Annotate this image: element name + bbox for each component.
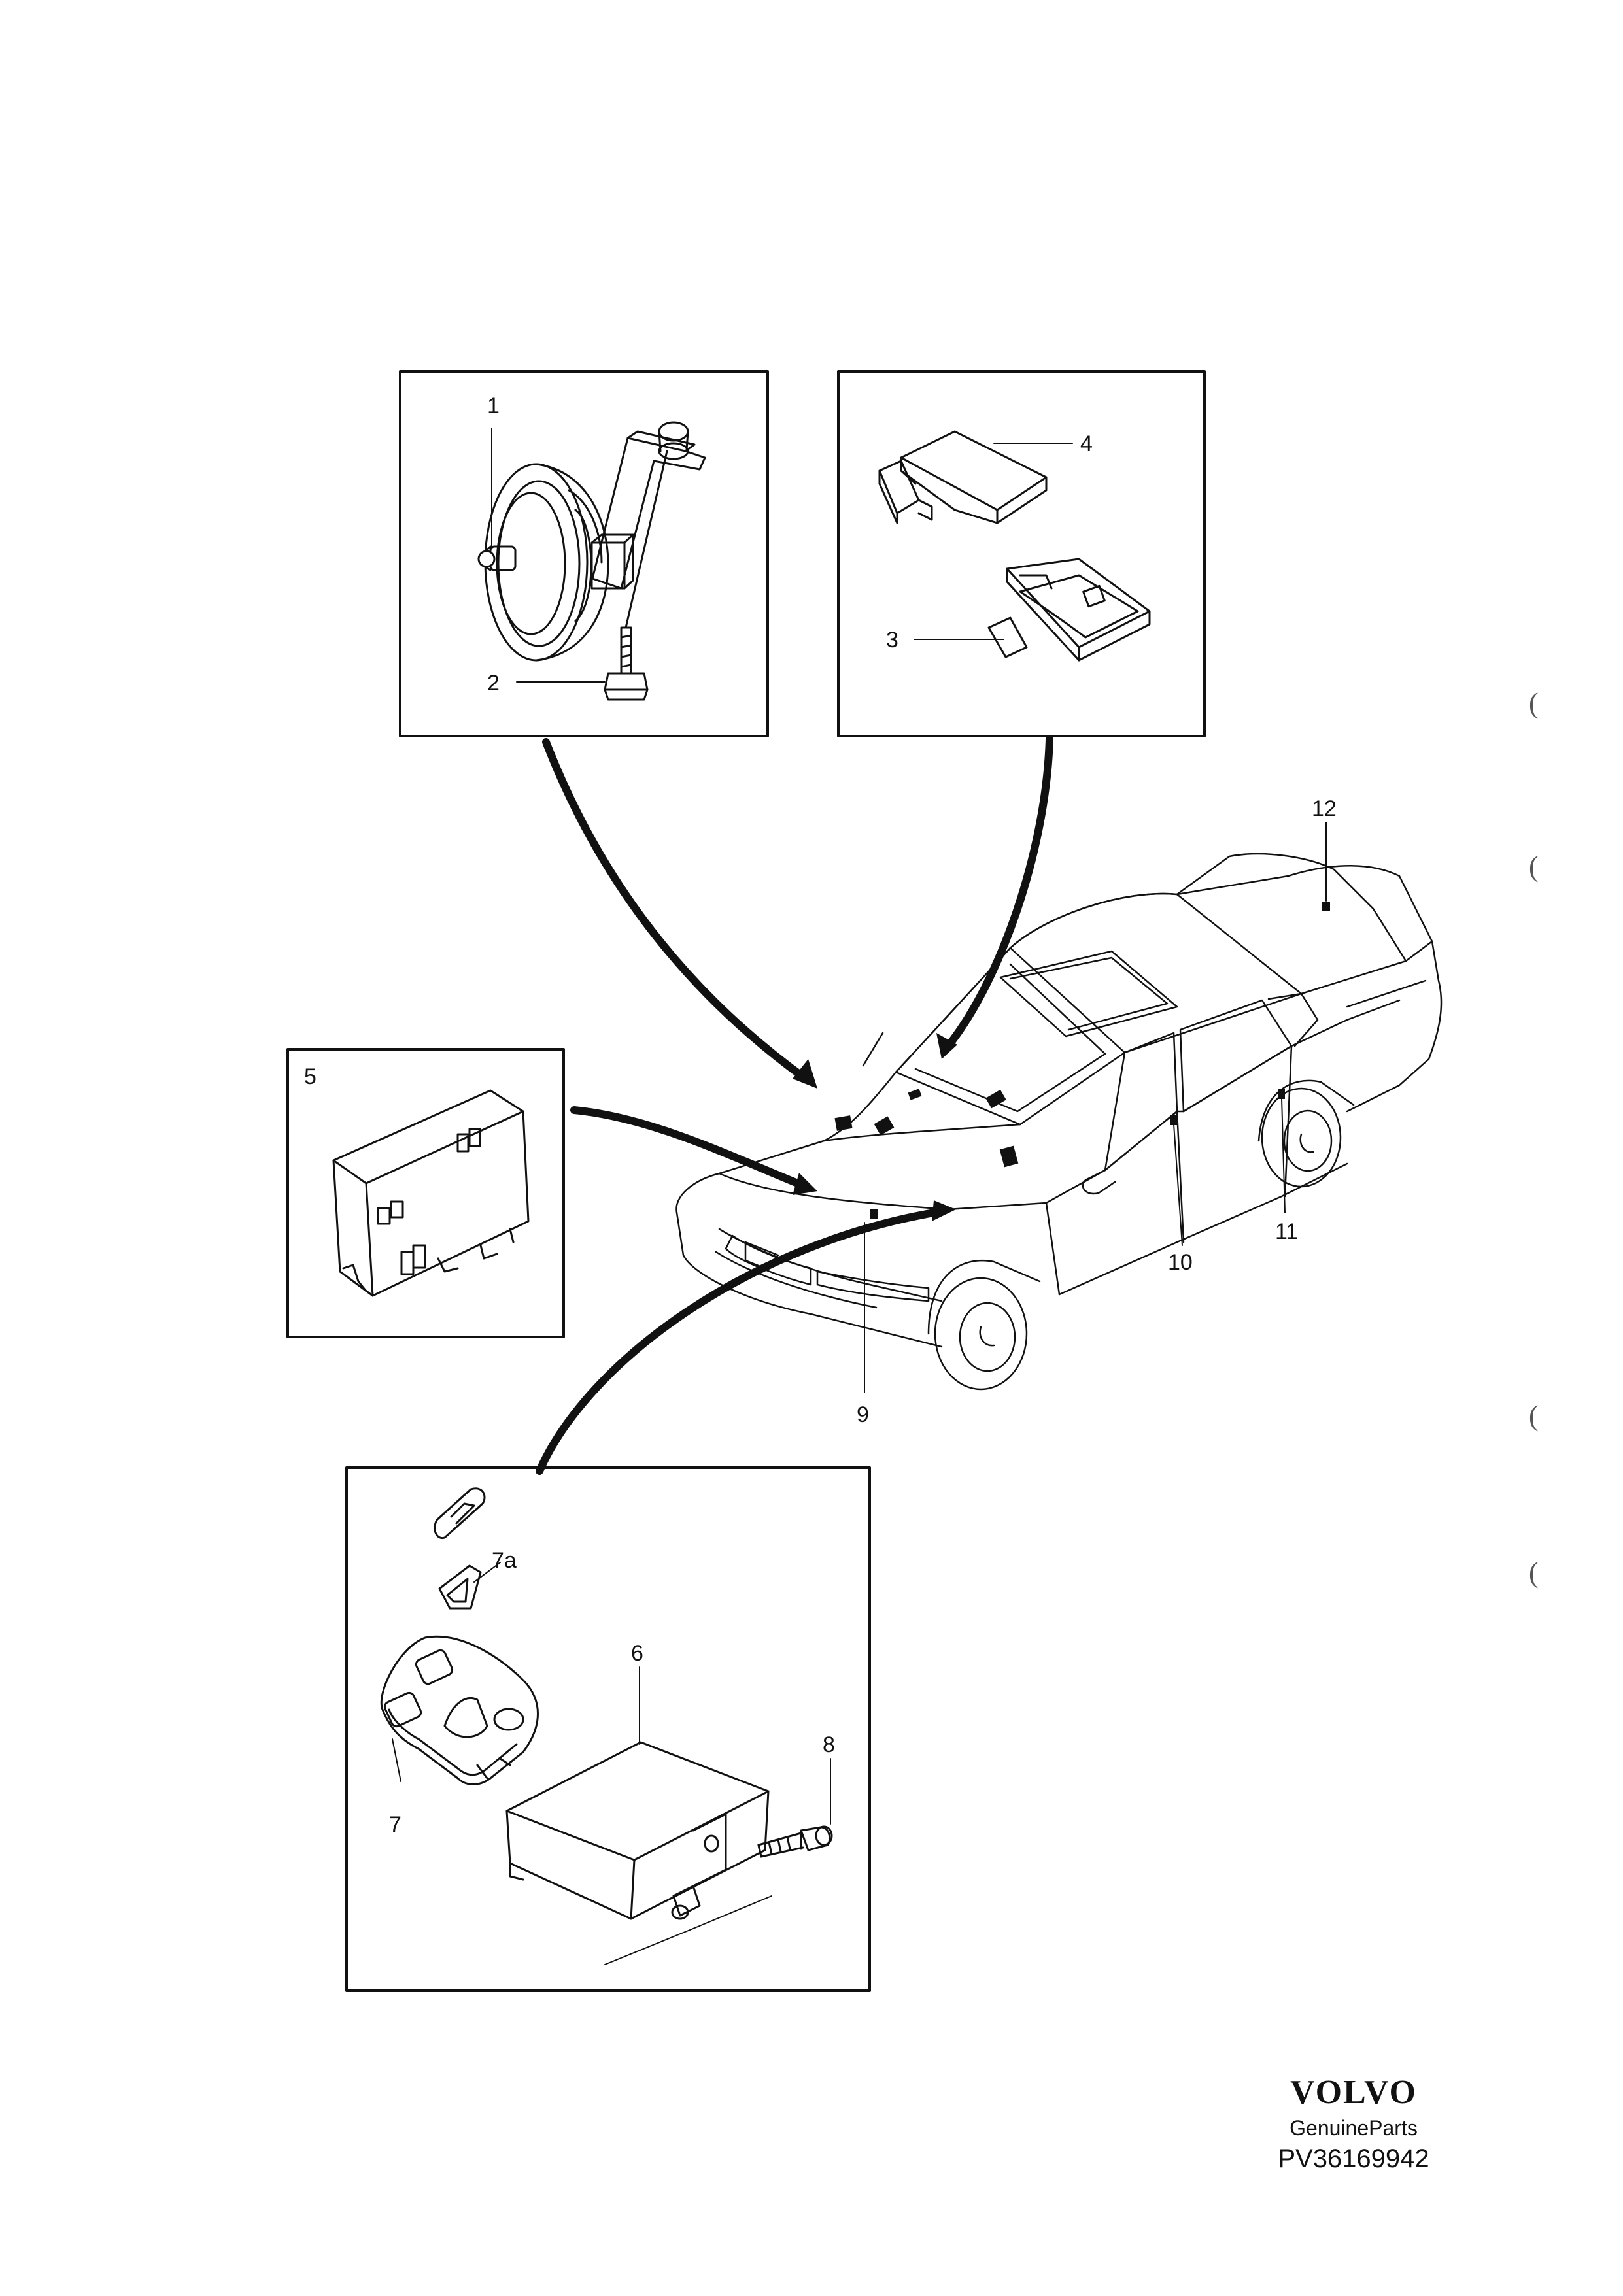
callout-9: 9 [857,1402,869,1427]
car-illustration [675,853,1443,1391]
horn [477,463,634,662]
rear-wheel [1261,1087,1342,1188]
callout-10: 10 [1168,1250,1193,1275]
horn-bracket [591,421,706,590]
footer-branding: VOLVO GenuineParts PV36169942 [1236,2076,1471,2174]
horn-bolt [604,450,668,701]
sensor-inset [837,370,1206,737]
callout-5: 5 [304,1064,316,1089]
arrow-remote [536,1207,946,1475]
margin-mark: ( [1529,1400,1539,1432]
arrow-module [570,1106,810,1190]
leader-7a [473,1562,501,1583]
callout-4: 4 [1080,431,1093,456]
alarm-module-inset [286,1048,565,1338]
car-leaders [864,822,1327,1393]
margin-mark: ( [1529,687,1539,719]
callout-3: 3 [886,628,898,652]
connector-arrows [536,735,1053,1475]
callout-1: 1 [487,394,500,418]
front-wheel [934,1277,1028,1391]
leader-7 [392,1738,401,1782]
alarm-module [332,1089,530,1297]
callout-7a: 7a [492,1548,517,1573]
callout-11: 11 [1275,1219,1298,1244]
screw-8 [757,1825,833,1858]
callout-2: 2 [487,671,500,696]
callout-labels: 1 2 3 4 5 6 7 7a 8 9 10 11 12 [304,394,1337,1837]
key-cover-7a [434,1487,486,1610]
arrow-horn [542,738,810,1083]
sensor-3 [987,558,1151,662]
arrow-sensor [944,735,1053,1050]
callout-8: 8 [823,1732,835,1757]
margin-mark: ( [1529,851,1539,883]
horn-inset [399,370,769,737]
leader-mount [604,1928,694,1965]
illustration-reference: PV36169942 [1278,2144,1429,2173]
arrowheads [793,1033,957,1221]
volvo-logo: VOLVO [1290,2074,1417,2111]
component-markers [834,902,1330,1219]
callout-7: 7 [389,1812,401,1837]
sensor-4 [878,430,1048,524]
leader-mount-2 [692,1895,772,1929]
genuine-parts-label: GenuineParts [1290,2116,1418,2140]
callout-12: 12 [1312,796,1337,821]
remote-inset [345,1466,871,1992]
remote-control-7 [380,1635,539,1785]
callout-6: 6 [631,1641,643,1666]
margin-mark: ( [1529,1557,1539,1589]
control-unit-6 [505,1741,770,1920]
